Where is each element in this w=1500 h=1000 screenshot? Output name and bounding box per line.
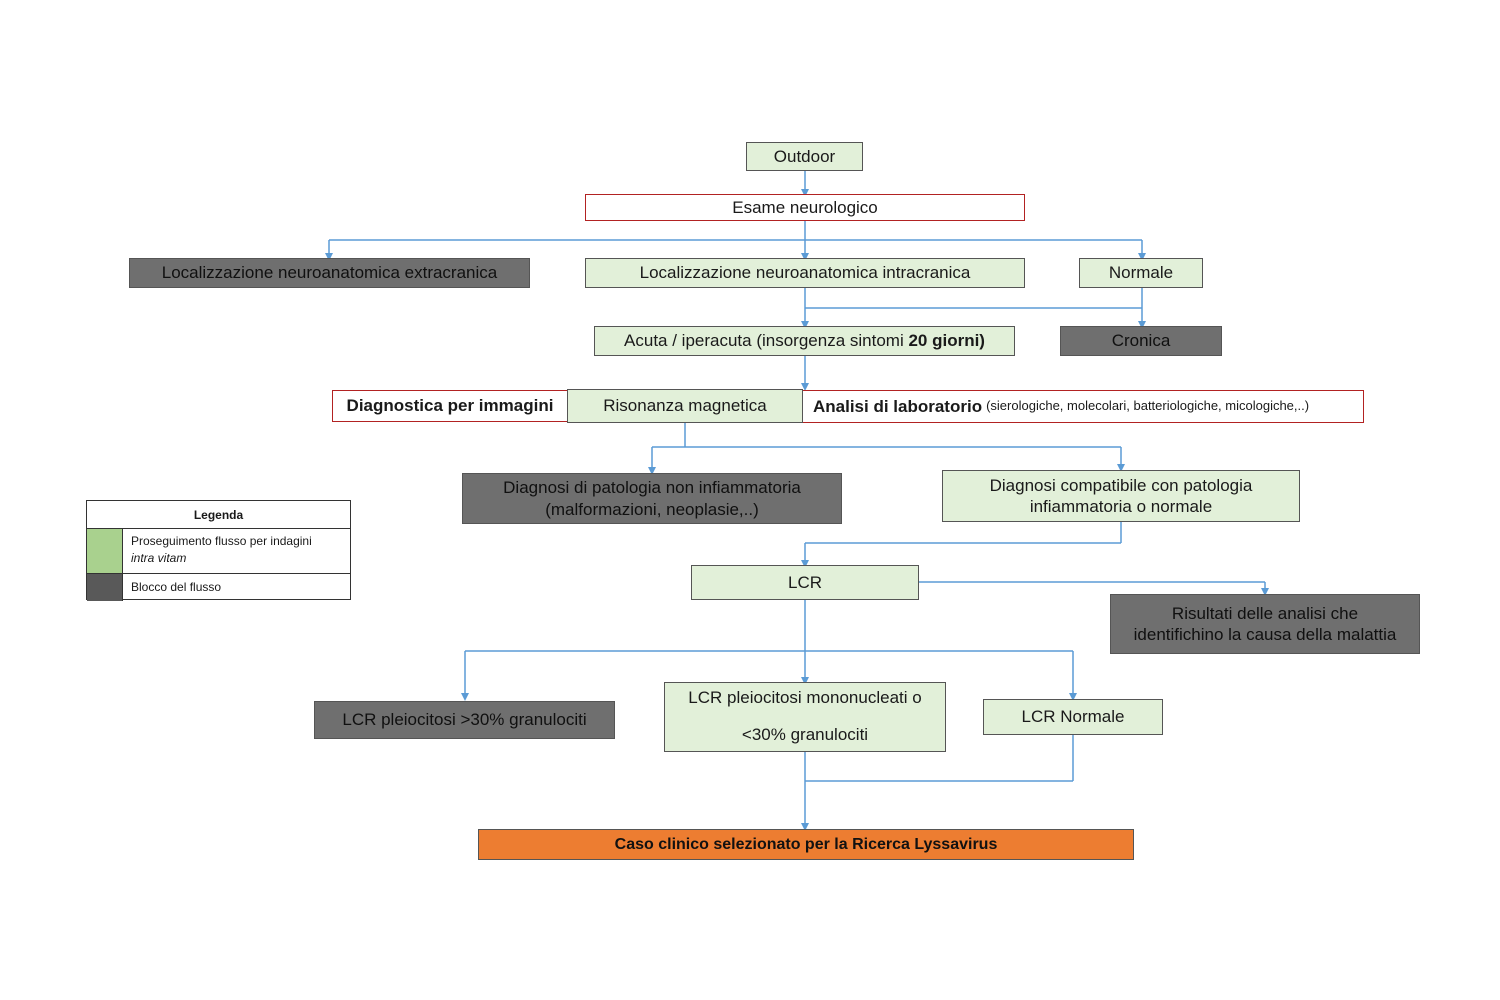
non-infiammatoria-line1: Diagnosi di patologia non infiammatoria [503,478,801,498]
legend: Legenda Proseguimento flusso per indagin… [86,500,351,601]
lcr-granulociti-box: LCR pleiocitosi >30% granulociti [314,701,615,739]
caso-clinico-label: Caso clinico selezionato per la Ricerca … [614,835,998,853]
diagnostica-immagini-label: Diagnostica per immagini [346,396,554,416]
acuta-label: Acuta / iperacuta (insorgenza sintomi 20… [624,330,985,351]
acuta-box: Acuta / iperacuta (insorgenza sintomi 20… [594,326,1015,356]
lcr-label: LCR [787,572,822,592]
cronica-box: Cronica [1060,326,1222,356]
intracranica-label: Localizzazione neuroanatomica intracrani… [639,263,971,283]
normale-label: Normale [1108,263,1174,283]
lcr-normale-label: LCR Normale [1021,707,1125,727]
legend-swatch-green [87,529,123,573]
caso-clinico-box: Caso clinico selezionato per la Ricerca … [478,829,1134,860]
cronica-label: Cronica [1111,331,1171,351]
legend-block-label: Blocco del flusso [131,580,222,594]
legend-text-block: Blocco del flusso [123,574,229,601]
esame-neurologico-box: Esame neurologico [585,194,1025,221]
analisi-laboratorio-box: Analisi di laboratorio (sierologiche, mo… [802,390,1364,423]
risonanza-magnetica-label: Risonanza magnetica [603,396,767,416]
risultati-box: Risultati delle analisi che identifichin… [1110,594,1420,654]
lcr-mononucleati-box: LCR pleiocitosi mononucleati o <30% gran… [664,682,946,752]
lcr-box: LCR [691,565,919,600]
compatibile-box: Diagnosi compatibile con patologia infia… [942,470,1300,522]
compatibile-line1: Diagnosi compatibile con patologia [989,475,1253,495]
risonanza-magnetica-box: Risonanza magnetica [567,389,803,423]
intracranica-box: Localizzazione neuroanatomica intracrani… [585,258,1025,288]
legend-row-continue: Proseguimento flusso per indagini intra … [87,529,350,574]
normale-box: Normale [1079,258,1203,288]
acuta-bold: 20 giorni) [908,331,985,351]
lcr-mononucleati-line2: <30% granulociti [741,725,869,744]
risultati-line2: identifichino la causa della malattia [1133,625,1397,644]
legend-continue-italic: intra vitam [131,551,187,566]
risultati-line1: Risultati delle analisi che [1171,603,1359,623]
lcr-granulociti-label: LCR pleiocitosi >30% granulociti [342,710,587,730]
legend-text-continue: Proseguimento flusso per indagini intra … [123,529,320,573]
analisi-laboratorio-label: Analisi di laboratorio [813,396,983,416]
lcr-normale-box: LCR Normale [983,699,1163,735]
legend-swatch-dark [87,574,123,601]
legend-row-block: Blocco del flusso [87,574,350,601]
acuta-prefix: Acuta / iperacuta (insorgenza sintomi [624,331,909,351]
compatibile-line2: infiammatoria o normale [1029,497,1213,516]
extracranica-box: Localizzazione neuroanatomica extracrani… [129,258,530,288]
extracranica-label: Localizzazione neuroanatomica extracrani… [161,263,498,283]
analisi-laboratorio-detail: (sierologiche, molecolari, batteriologic… [986,398,1310,414]
legend-continue-label: Proseguimento flusso per indagini [131,534,312,548]
lcr-mononucleati-line1: LCR pleiocitosi mononucleati o [688,688,922,708]
outdoor-label: Outdoor [773,146,836,166]
diagnostica-immagini-box: Diagnostica per immagini [332,390,568,422]
outdoor-box: Outdoor [746,142,863,171]
esame-neurologico-label: Esame neurologico [732,197,878,217]
non-infiammatoria-line2: (malformazioni, neoplasie,..) [545,499,759,519]
non-infiammatoria-box: Diagnosi di patologia non infiammatoria … [462,473,842,524]
legend-title: Legenda [87,501,350,529]
